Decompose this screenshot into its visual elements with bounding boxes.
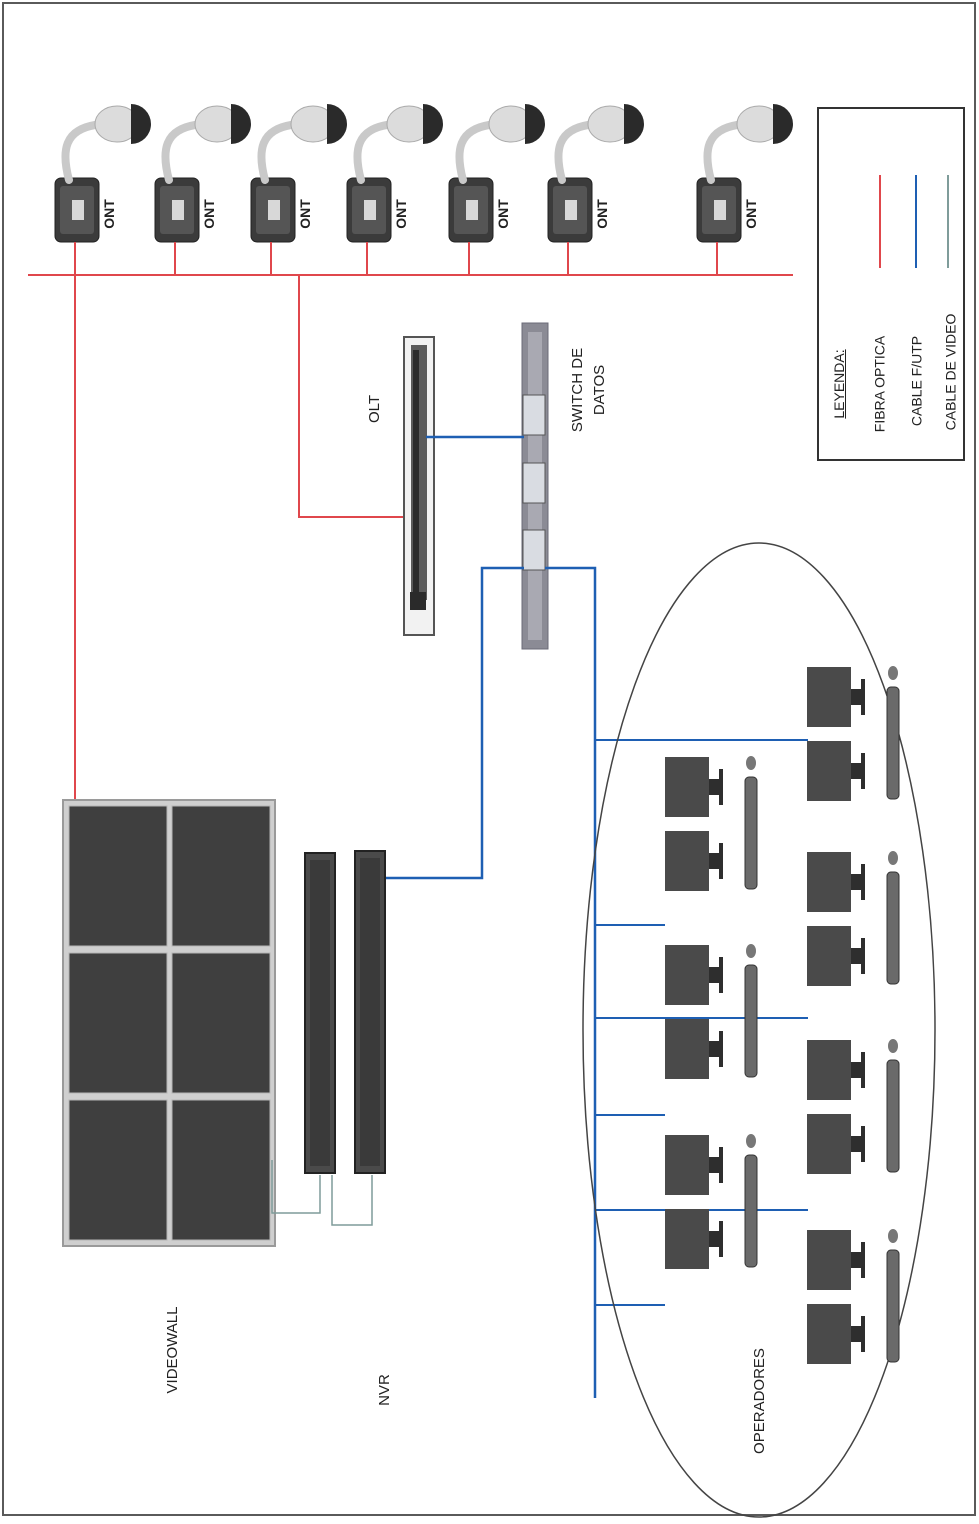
videowall xyxy=(62,799,276,1247)
ont-label: ONT xyxy=(743,199,759,229)
legend-label-fibra: FIBRA OPTICA xyxy=(871,335,888,433)
legend-box xyxy=(817,107,965,461)
camera-ont xyxy=(250,104,347,275)
ont-label: ONT xyxy=(495,199,511,229)
videowall-screen xyxy=(68,1099,168,1241)
ont-label: ONT xyxy=(297,199,313,229)
camera-ont xyxy=(696,104,794,275)
camera-row xyxy=(54,104,794,275)
legend-heading: LEYENDA: xyxy=(831,349,847,419)
camera-ont xyxy=(346,104,443,275)
videowall-screen xyxy=(68,805,168,947)
videowall-screen xyxy=(68,952,168,1094)
camera-ont xyxy=(154,104,251,275)
videowall-screen xyxy=(171,952,271,1094)
operator-workstation xyxy=(807,666,900,801)
switch-label-line2: DATOS xyxy=(591,364,608,416)
operators-area xyxy=(582,542,936,1518)
camera-ont xyxy=(54,104,151,275)
ont-label: ONT xyxy=(594,199,610,229)
olt-label: OLT xyxy=(366,394,383,424)
operators-label: OPERADORES xyxy=(751,1348,768,1454)
switch-label-line1: SWITCH DE xyxy=(569,347,586,433)
camera-ont xyxy=(448,104,545,275)
operator-workstations xyxy=(665,666,900,1364)
ont-label: ONT xyxy=(201,199,217,229)
operator-workstation xyxy=(665,1134,758,1269)
videowall-screen xyxy=(171,1099,271,1241)
operator-workstation xyxy=(807,1039,900,1174)
camera-ont xyxy=(547,104,644,275)
ont-label: ONT xyxy=(101,199,117,229)
operator-workstation xyxy=(807,851,900,986)
operator-workstation xyxy=(665,944,758,1079)
switch-device xyxy=(521,322,549,650)
nvr-label: NVR xyxy=(376,1374,393,1406)
fibra-optica-lines xyxy=(28,238,793,894)
ont-label: ONT xyxy=(393,199,409,229)
nvr-units xyxy=(304,850,386,1174)
videowall-screens xyxy=(68,805,271,1241)
cable-video-lines xyxy=(271,1160,373,1226)
legend-label-video: CABLE DE VIDEO xyxy=(942,313,959,431)
operator-workstation xyxy=(665,756,758,891)
videowall-label: VIDEOWALL xyxy=(164,1306,181,1394)
cable-futp-lines xyxy=(372,435,597,1398)
switch-port-block xyxy=(522,394,546,571)
legend-label-futp: CABLE F/UTP xyxy=(908,335,925,427)
videowall-screen xyxy=(171,805,271,947)
olt-device xyxy=(403,336,435,636)
operator-workstation xyxy=(807,1229,900,1364)
